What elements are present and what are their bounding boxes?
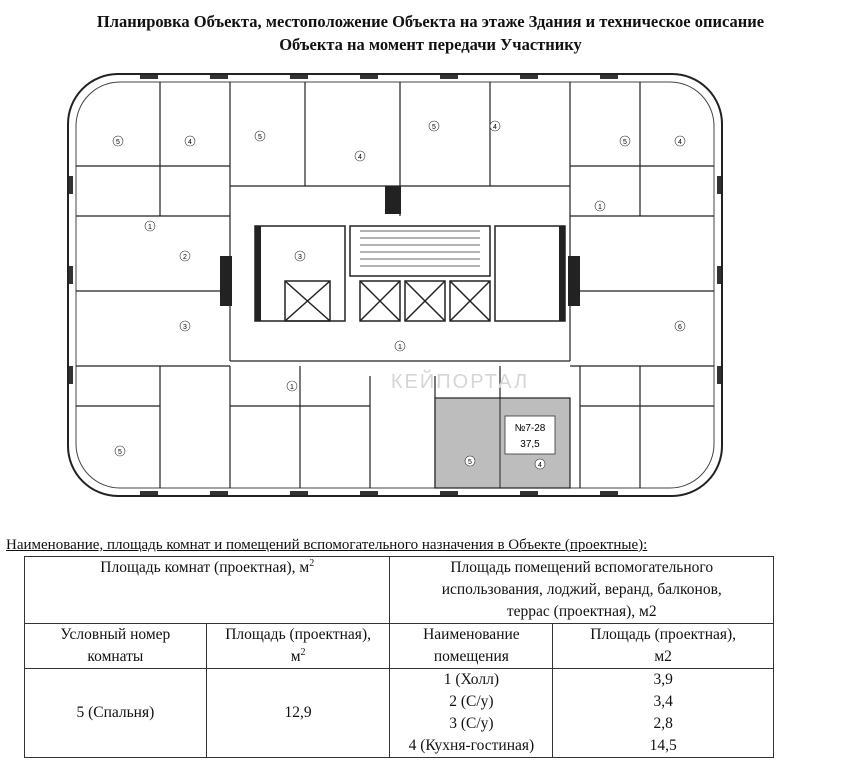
room-number: 4	[493, 124, 497, 131]
stairs	[360, 230, 480, 267]
room-number: 5	[468, 459, 472, 466]
room-number: 5	[118, 449, 122, 456]
room-number: 1	[148, 224, 152, 231]
room-area-cell: 12,9	[205, 668, 391, 758]
room-number: 4	[188, 139, 192, 146]
apartment-label-box	[504, 415, 556, 455]
room-number: 1	[290, 384, 294, 391]
room-number: 5	[432, 124, 436, 131]
room-number: 4	[538, 462, 542, 469]
col-aux-area-header: Площадь (проектная),м2	[552, 623, 774, 669]
title-line-1: Планировка Объекта, местоположение Объек…	[96, 12, 765, 31]
room-number: 1	[398, 344, 402, 351]
room-number: 2	[183, 254, 187, 261]
table-header-row: Площадь комнат (проектная), м2 Площадь п…	[23, 556, 774, 624]
apartment-area: 37,5	[520, 439, 540, 450]
document-title: Планировка Объекта, местоположение Объек…	[0, 10, 861, 56]
title-line-2: Объекта на момент передачи Участнику	[279, 35, 582, 54]
room-number: 6	[678, 324, 682, 331]
room-walls	[76, 82, 714, 488]
window-marks	[69, 75, 721, 495]
aux-names-cell: 1 (Холл) 2 (С/у) 3 (С/у) 4 (Кухня-гостин…	[389, 668, 554, 758]
room-number: 3	[183, 324, 187, 331]
central-core	[254, 225, 566, 322]
heavy-walls	[220, 186, 580, 321]
room-number: 1	[598, 204, 602, 211]
room-number: 5	[116, 139, 120, 146]
aux-areas-cell: 3,9 3,4 2,8 14,5	[552, 668, 774, 758]
room-number: 4	[678, 139, 682, 146]
room-number: 3	[298, 254, 302, 261]
apartment-number: №7-28	[515, 423, 546, 434]
room-number: 5	[623, 139, 627, 146]
room-number: 4	[358, 154, 362, 161]
rooms-header: Площадь комнат (проектная), м2	[23, 556, 391, 624]
table-caption: Наименование, площадь комнат и помещений…	[6, 537, 648, 553]
floor-plan: №7-28 37,5 КЕЙПОРТАЛ 5 4 1 2 3 5 4 5 4 1…	[67, 73, 723, 497]
room-name-cell: 5 (Спальня)	[24, 668, 207, 758]
building-outline	[67, 73, 723, 497]
room-number: 5	[258, 134, 262, 141]
table-row: 5 (Спальня) 12,9 1 (Холл) 2 (С/у) 3 (С/у…	[24, 668, 774, 758]
building-inner-outline	[75, 81, 715, 489]
aux-header: Площадь помещений вспомогательного испол…	[389, 556, 774, 624]
watermark: КЕЙПОРТАЛ	[391, 369, 529, 393]
rooms-table: Площадь комнат (проектная), м2 Площадь п…	[23, 556, 774, 758]
room-markers: 5 4 1 2 3 5 4 5 4 1 5 4 6 1 5 4 1 5 3	[112, 120, 686, 470]
col-room-area-header: Площадь (проектная),м2	[205, 623, 391, 669]
